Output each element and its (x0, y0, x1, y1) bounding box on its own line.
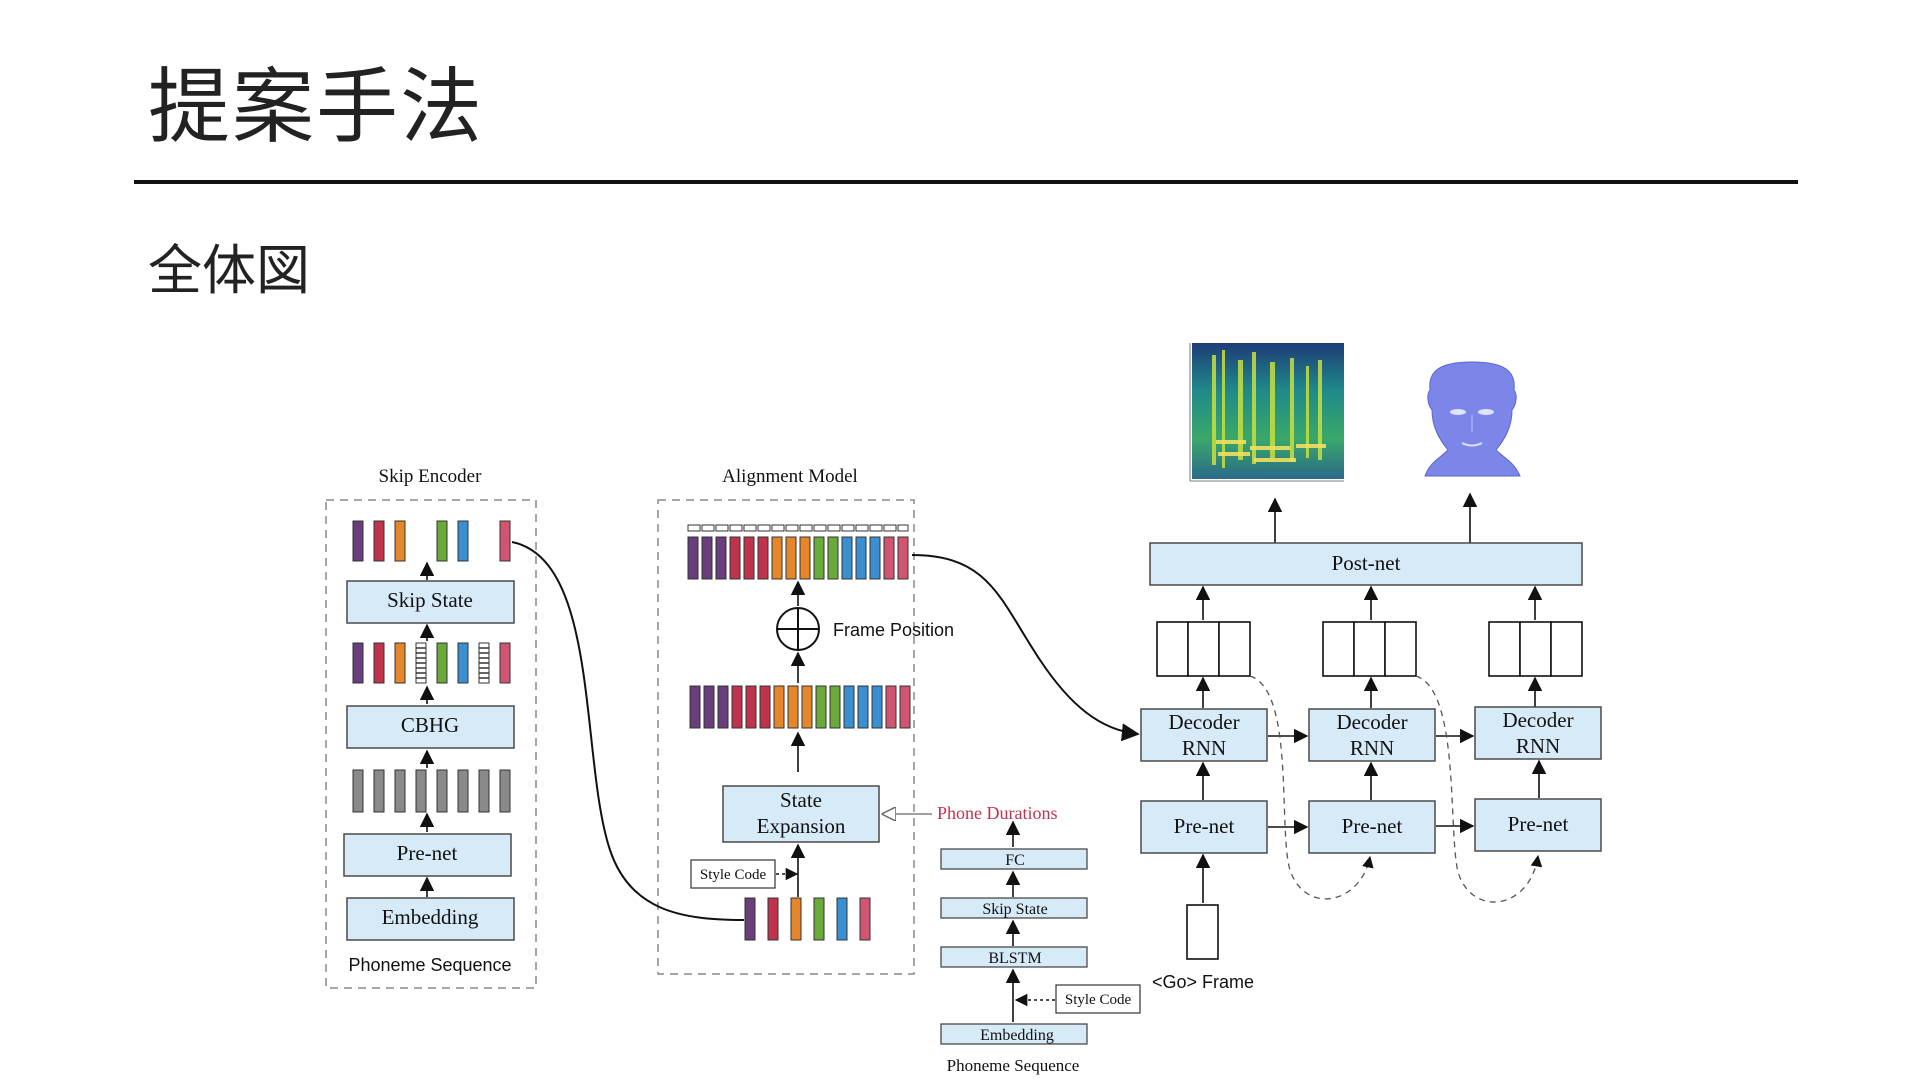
skip-encoder-frame (325, 499, 537, 989)
duration-model: FC Skip State BLSTM Style Code Embedding… (940, 820, 1141, 1075)
decoder-rnn-label: Decoder (1336, 710, 1407, 734)
alignment-model-title: Alignment Model (722, 466, 858, 487)
decoder-rnn-label: Decoder (1502, 708, 1573, 732)
phone-durations-label: Phone Durations (937, 803, 1058, 823)
embedding-label: Embedding (382, 905, 479, 929)
frame-position-cells (687, 524, 909, 532)
frame-position-label: Frame Position (833, 620, 954, 640)
expanded-frames-bottom (689, 685, 911, 729)
bar (373, 769, 385, 813)
feedback-loop-1 (1249, 675, 1374, 900)
decoder-rnn-block-1 (1140, 708, 1268, 762)
bar (499, 642, 511, 684)
prenet-label: Pre-net (397, 841, 458, 865)
feedback-loop-2 (1415, 675, 1543, 903)
bar (352, 769, 364, 813)
go-frame-box (1186, 904, 1219, 960)
output-frames-1 (1156, 621, 1251, 677)
duration-phoneme-sequence-label: Phoneme Sequence (947, 1056, 1080, 1075)
bar (394, 642, 406, 684)
bar (457, 520, 469, 562)
bar (352, 520, 364, 562)
cbhg-block (346, 705, 515, 749)
blstm-label: BLSTM (988, 950, 1041, 967)
decoder-rnn-block-3 (1474, 706, 1602, 760)
bar (478, 769, 490, 813)
alignment-to-decoder-connector (911, 554, 1140, 742)
duration-style-code-label: Style Code (1065, 992, 1132, 1008)
fc-label: FC (1005, 852, 1025, 869)
state-expansion-label-2: Expansion (757, 814, 846, 838)
expanded-frames-top (687, 536, 909, 580)
postnet-label: Post-net (1332, 551, 1401, 575)
duration-style-code-box (1055, 984, 1141, 1014)
skip-encoder-prenet-bars (352, 769, 511, 813)
bar (457, 642, 469, 684)
decoder-rnn-label: RNN (1516, 734, 1560, 758)
skip-state-block (346, 580, 515, 624)
bar (373, 642, 385, 684)
output-frames-3 (1488, 621, 1583, 677)
skip-encoder-title: Skip Encoder (379, 466, 483, 487)
decoder-prenet-block-1 (1140, 800, 1268, 854)
bar (394, 769, 406, 813)
phoneme-sequence-label: Phoneme Sequence (348, 955, 511, 975)
bar (394, 520, 406, 562)
duration-embedding-block (940, 1023, 1088, 1045)
skip-to-alignment-connector (511, 541, 745, 921)
decoder-prenet-label: Pre-net (1174, 814, 1235, 838)
bar (436, 642, 448, 684)
cbhg-label: CBHG (401, 713, 459, 737)
bar (499, 769, 511, 813)
go-frame-label: <Go> Frame (1152, 972, 1254, 992)
decoder-prenet-block-3 (1474, 798, 1602, 852)
style-code-box (690, 859, 776, 889)
fc-block (940, 848, 1088, 870)
skip-encoder-cbhg-bars (352, 642, 511, 684)
output-frames-2 (1322, 621, 1417, 677)
state-expansion-label-1: State (780, 788, 822, 812)
decoder-rnn-label: Decoder (1168, 710, 1239, 734)
spectrogram-image (1189, 343, 1344, 482)
bar (373, 520, 385, 562)
decoder-rnn-block-2 (1308, 708, 1436, 762)
bar (457, 769, 469, 813)
decoder-prenet-block-2 (1308, 800, 1436, 854)
duration-skip-state-label: Skip State (982, 901, 1047, 918)
slide-subtitle: 全体図 (148, 239, 310, 302)
duration-embedding-label: Embedding (980, 1027, 1054, 1044)
bar (436, 520, 448, 562)
bar (415, 769, 427, 813)
prenet-block (343, 833, 512, 877)
decoder-prenet-label: Pre-net (1508, 812, 1569, 836)
embedding-block (346, 897, 515, 941)
bar (499, 520, 511, 562)
face-mesh-image (1424, 361, 1521, 477)
slide-title: 提案手法 (148, 60, 485, 155)
state-expansion-block (722, 785, 880, 843)
decoder-prenet-label: Pre-net (1342, 814, 1403, 838)
blstm-block (940, 946, 1088, 968)
decoder: Post-net Decoder RNN Decoder RNN Decoder… (1140, 343, 1602, 992)
state-expansion-input-bars (744, 897, 871, 941)
postnet-block (1149, 542, 1583, 586)
decoder-rnn-label: RNN (1350, 736, 1394, 760)
duration-skip-state-block (940, 897, 1088, 919)
style-code-label: Style Code (700, 867, 767, 883)
bar (352, 642, 364, 684)
skip-encoder-output-bars (352, 520, 511, 562)
title-divider (134, 180, 1798, 184)
decoder-rnn-label: RNN (1182, 736, 1226, 760)
alignment-model: Alignment Model Frame Po (657, 466, 954, 975)
add-operator-icon (776, 607, 820, 651)
skip-encoder: Skip Encoder Skip State (325, 466, 537, 989)
bar (436, 769, 448, 813)
alignment-model-frame (657, 499, 915, 975)
skip-state-label: Skip State (387, 588, 473, 612)
